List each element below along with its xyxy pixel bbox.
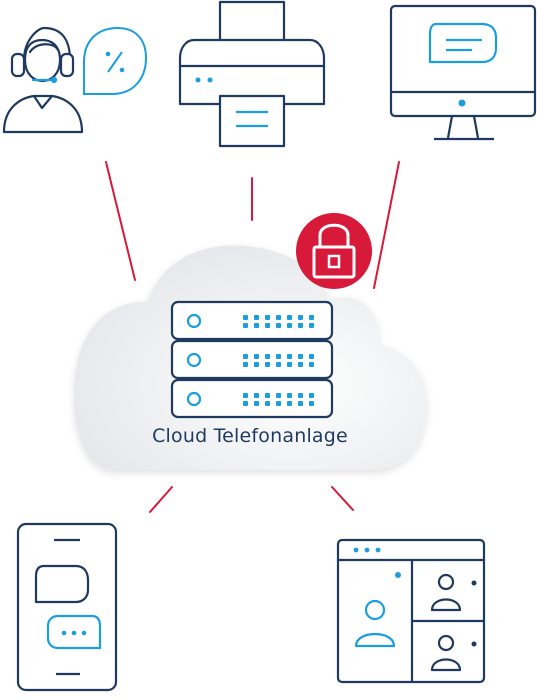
server-led (309, 401, 314, 406)
printer-icon (178, 0, 326, 148)
server-unit-3 (170, 378, 334, 419)
server-led (243, 393, 248, 398)
server-led (254, 362, 259, 367)
server-led (265, 393, 270, 398)
server-led (265, 354, 270, 359)
server-led-grid (243, 315, 314, 406)
server-led (298, 323, 303, 328)
server-led (265, 315, 270, 320)
monitor-chat-icon (389, 4, 537, 141)
server-led (243, 362, 248, 367)
chat-bubble-icon (83, 26, 148, 95)
server-led (243, 401, 248, 406)
server-led (287, 315, 292, 320)
server-led (276, 323, 281, 328)
server-led (276, 362, 281, 367)
server-led (309, 362, 314, 367)
server-led (265, 323, 270, 328)
server-led (254, 315, 259, 320)
server-led (298, 393, 303, 398)
headset-user-icon (2, 26, 84, 134)
connector-headset (105, 161, 136, 281)
video-call-window-icon (336, 538, 486, 684)
server-led (287, 401, 292, 406)
server-led (254, 323, 259, 328)
server-unit-2 (170, 339, 334, 380)
server-led (298, 354, 303, 359)
server-led (309, 354, 314, 359)
server-led (243, 323, 248, 328)
server-led (276, 393, 281, 398)
server-led (287, 393, 292, 398)
server-led (276, 401, 281, 406)
server-led (287, 323, 292, 328)
server-led (265, 401, 270, 406)
padlock-icon (296, 213, 372, 289)
phone-chat-icon (16, 522, 118, 692)
server-led (309, 393, 314, 398)
server-led (243, 315, 248, 320)
server-led (243, 354, 248, 359)
server-led (309, 323, 314, 328)
server-led (265, 362, 270, 367)
server-led (298, 362, 303, 367)
connector-phone (149, 486, 173, 513)
server-led (298, 401, 303, 406)
server-led (298, 315, 303, 320)
server-led (254, 401, 259, 406)
server-led (309, 315, 314, 320)
server-led (287, 362, 292, 367)
server-led (287, 354, 292, 359)
cloud-label: Cloud Telefonanlage (152, 425, 348, 447)
server-rack-icon (170, 300, 334, 419)
server-led (254, 393, 259, 398)
server-led (276, 354, 281, 359)
connector-lines (105, 161, 400, 513)
connector-desktop (373, 161, 400, 289)
server-led (254, 354, 259, 359)
server-led (276, 315, 281, 320)
server-unit-1 (170, 300, 334, 341)
connector-video (331, 486, 354, 511)
